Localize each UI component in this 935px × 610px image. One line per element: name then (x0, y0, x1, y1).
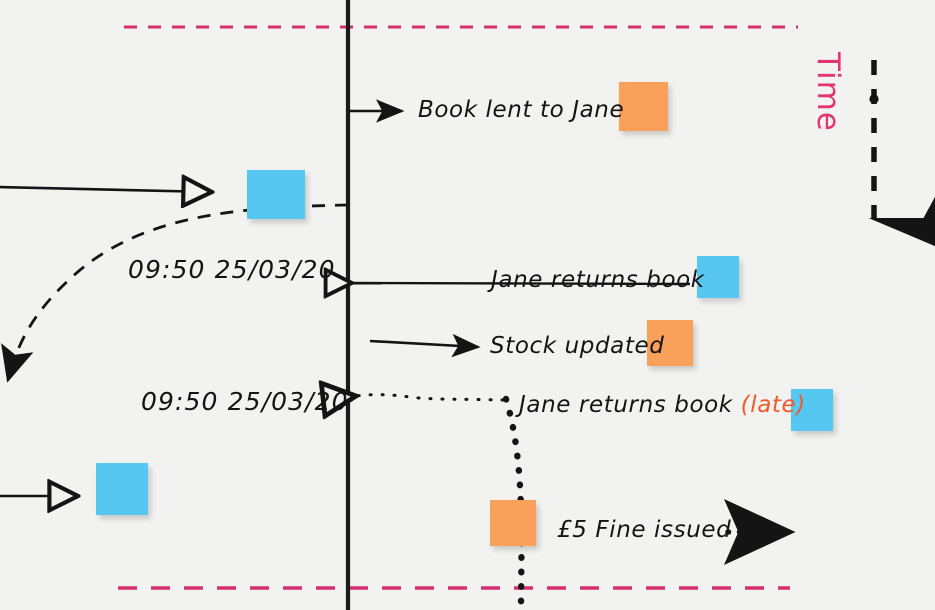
sticky-note-fine-issued[interactable] (490, 500, 536, 546)
time-axis-arrow (868, 60, 935, 249)
event-label-jane-returns-late: Jane returns book (late) (519, 394, 806, 417)
event-label-stock-updated: Stock updated (490, 333, 665, 359)
time-axis-label: Time (810, 52, 846, 132)
event-label-book-lent: Book lent to Jane (418, 97, 625, 123)
event-label-late-text: Jane returns book (519, 392, 741, 418)
event-label-jane-returns: Jane returns book (491, 267, 705, 293)
sticky-note-stock-updated[interactable] (647, 320, 693, 366)
sticky-note-upper-left[interactable] (247, 170, 305, 219)
arrow-stock-updated (369, 333, 481, 358)
sticky-note-lower-left[interactable] (96, 463, 148, 515)
dotted-fine-policy-curve (502, 395, 525, 610)
sticky-note-jane-returns[interactable] (697, 256, 739, 298)
late-badge: (late) (740, 392, 806, 418)
dotted-late-return-curve (356, 395, 505, 400)
timestamp-jane-returns: 09:50 25/03/20 (128, 255, 336, 284)
sticky-note-jane-returns-late[interactable] (791, 389, 833, 431)
timestamp-jane-returns-late: 09:50 25/03/20 (141, 387, 349, 416)
sticky-note-book-lent[interactable] (619, 82, 668, 131)
event-label-fine-issued: £5 Fine issued (557, 517, 732, 543)
arrow-jane-returns (352, 283, 691, 284)
inbound-arrow-upper (0, 187, 212, 192)
dashed-readmodel-curve (1, 203, 349, 383)
